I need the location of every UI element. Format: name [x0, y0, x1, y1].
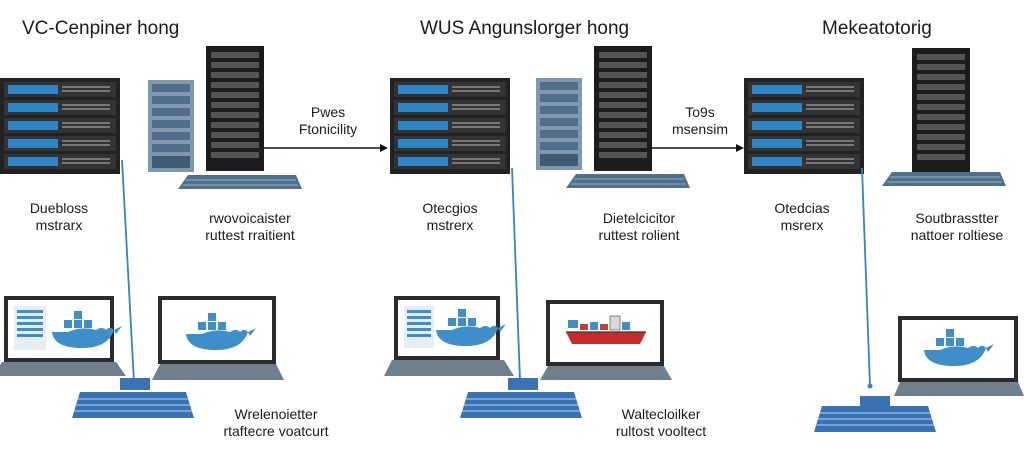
middle-connector [511, 167, 521, 381]
label-r1-line2: msrerx [780, 217, 824, 233]
label-lb: Wrelenoietter rtaftecre voatcurt [206, 406, 346, 440]
left-rack [0, 78, 120, 174]
label-l2-line1: rwovoicaister [209, 210, 291, 226]
label-m2-line2: ruttest rolient [598, 227, 680, 243]
right-black-rack [912, 48, 970, 173]
middle-rack [390, 78, 510, 174]
left-tower [148, 80, 194, 172]
right-connector [861, 167, 871, 387]
label-m2: Dietelcicitor ruttest rolient [574, 210, 704, 244]
right-arrow-label-line1: To9s [685, 104, 715, 120]
label-l1: Duebloss mstrarx [14, 200, 104, 234]
left-arrow-head [380, 144, 388, 152]
left-monitor-1 [0, 296, 126, 376]
label-m2-line1: Dietelcicitor [602, 210, 676, 226]
label-mb-line2: rultost vooltect [615, 423, 707, 439]
label-r1-line1: Otedcias [774, 200, 830, 216]
label-l2-line2: ruttest rraitient [205, 227, 295, 243]
left-flat-keyboard [177, 174, 303, 190]
middle-keyboard [459, 378, 583, 419]
label-l2: rwovoicaister ruttest rraitient [180, 210, 320, 244]
left-arrow-label-line2: Ftonicility [298, 121, 358, 137]
right-arrow-label: To9s msensim [664, 104, 736, 138]
title-left: VC-Cenpiner hong [22, 18, 180, 39]
label-l1-line2: mstrarx [35, 217, 83, 233]
left-connector [121, 159, 135, 383]
left-keyboard [71, 378, 195, 419]
left-monitor-2 [152, 296, 284, 380]
ship-icon [566, 315, 646, 344]
right-monitor [894, 316, 1024, 396]
middle-monitor-1 [384, 296, 514, 376]
left-black-rack [206, 46, 264, 171]
right-rack [744, 78, 864, 174]
label-m1-line2: mstrerx [426, 217, 474, 233]
middle-black-rack [594, 46, 652, 171]
middle-tower [536, 78, 582, 170]
right-flat-keyboard [881, 171, 1007, 187]
label-m1: Otecgios mstrerx [400, 200, 500, 234]
label-mb-line1: Waltecloilker [621, 406, 701, 422]
left-arrow-label-line1: Pwes [310, 104, 346, 120]
label-r2-line1: Soutbrasstter [915, 210, 999, 226]
label-r2: Soutbrasstter nattoer roltiese [892, 210, 1022, 244]
label-l1-line1: Duebloss [29, 200, 89, 216]
label-mb: Waltecloilker rultost vooltect [596, 406, 726, 440]
title-right: Mekeatotorig [822, 18, 932, 39]
right-keyboard [813, 396, 937, 433]
label-lb-line1: Wrelenoietter [234, 406, 318, 422]
middle-monitor-2 [540, 300, 672, 380]
label-r1: Otedcias msrerx [752, 200, 852, 234]
label-m1-line1: Otecgios [422, 200, 478, 216]
label-r2-line2: nattoer roltiese [910, 227, 1004, 243]
right-arrow-head [736, 144, 744, 152]
middle-flat-keyboard [565, 173, 691, 189]
title-middle: WUS Angunslorger hong [420, 18, 630, 39]
label-lb-line2: rtaftecre voatcurt [223, 423, 329, 439]
left-arrow-label: Pwes Ftonicility [296, 104, 360, 138]
right-arrow-label-line2: msensim [671, 121, 728, 137]
